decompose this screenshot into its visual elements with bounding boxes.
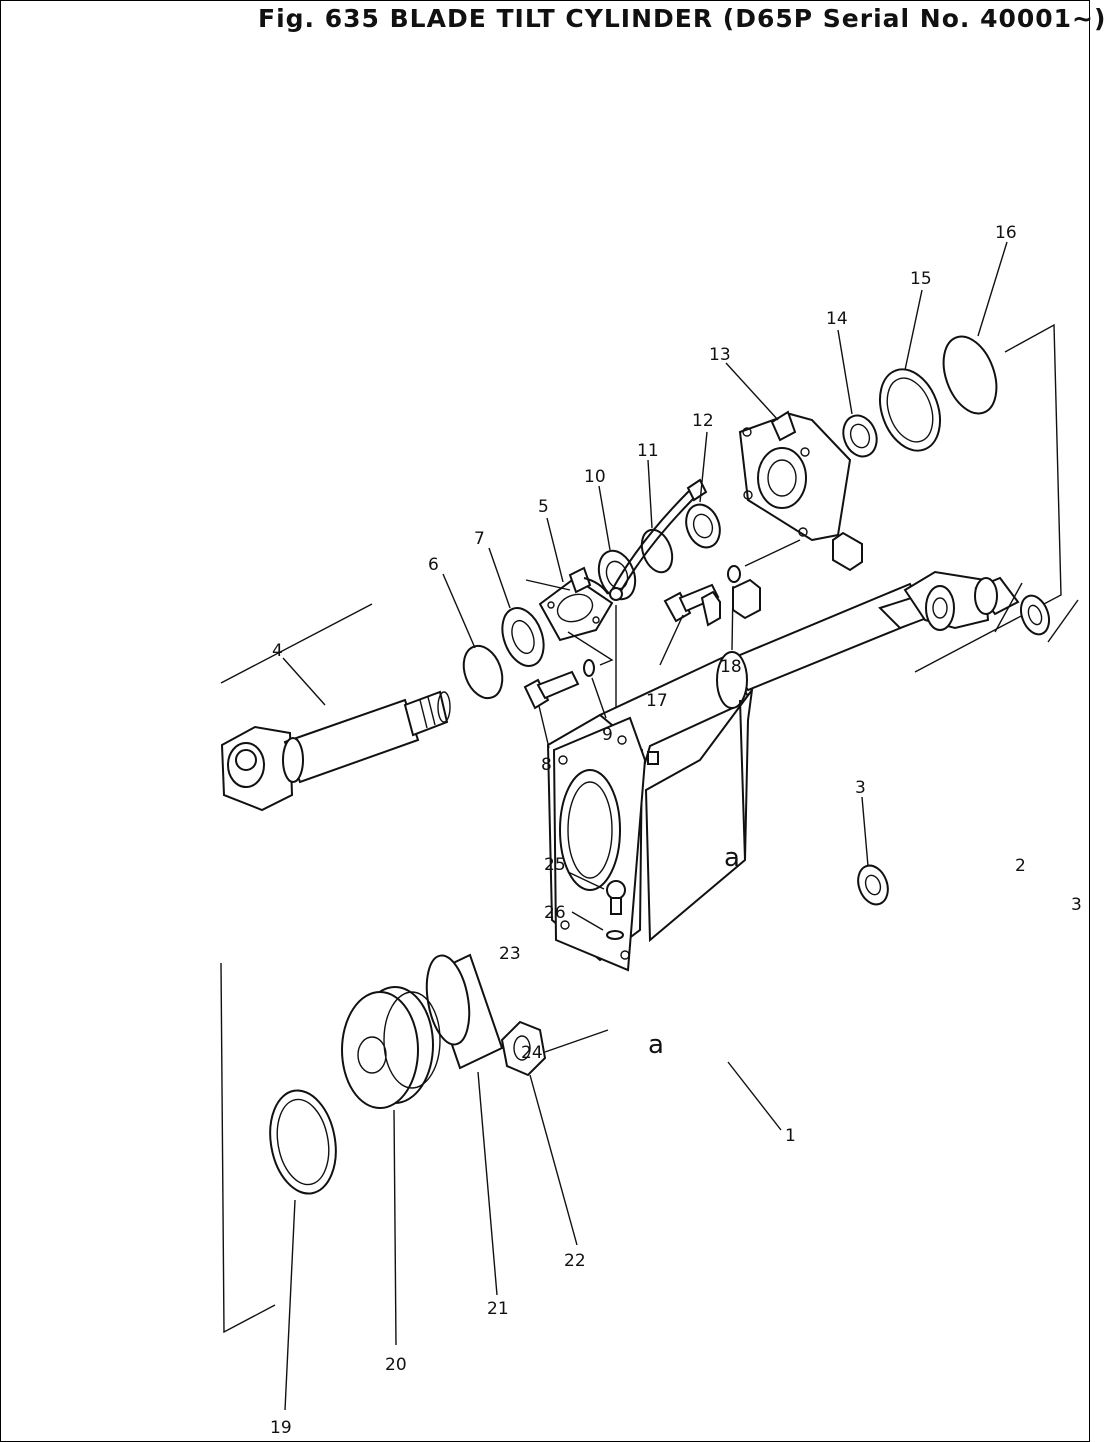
o-ring-part-16 (942, 335, 998, 415)
flange-plate-part-5 (538, 576, 614, 642)
bearing-part-7 (501, 607, 545, 667)
callout-5: 5 (538, 497, 549, 517)
callout-24: 24 (521, 1043, 543, 1063)
callout-8: 8 (541, 755, 552, 775)
callout-4: 4 (272, 641, 283, 661)
callout-17: 17 (646, 691, 668, 711)
bolt-part-8 (523, 670, 580, 710)
figure-title: Fig. 635 BLADE TILT CYLINDER (D65P Seria… (258, 4, 1106, 33)
callout-7: 7 (474, 529, 485, 549)
callout-26: 26 (544, 903, 566, 923)
washer-part-26 (606, 930, 624, 940)
callout-25: 25 (544, 855, 566, 875)
seal-part-12 (685, 503, 721, 549)
callout-13: 13 (709, 345, 731, 365)
assembly-bracket-lower (220, 962, 276, 1334)
seal-part-3-right (1019, 594, 1051, 636)
callout-9: 9 (602, 725, 613, 745)
elbow-part-23 (568, 566, 609, 595)
o-ring-part-11 (640, 528, 674, 574)
bolt-part-17 (663, 583, 720, 623)
nipple-part-24 (609, 587, 623, 601)
callout-19: 19 (270, 1418, 292, 1438)
nut-part-22 (500, 1020, 547, 1077)
callout-1: 1 (785, 1126, 796, 1146)
callout-labels: 4 6 7 5 10 11 12 13 14 15 16 8 9 17 18 3… (270, 223, 1082, 1438)
piston-part-20 (341, 986, 441, 1109)
callout-22: 22 (564, 1251, 586, 1271)
callout-a-upper: a (724, 843, 740, 873)
callout-14: 14 (826, 309, 848, 329)
callout-18: 18 (720, 657, 742, 677)
leader-lines (282, 241, 1079, 1411)
callout-a-lower: a (648, 1030, 664, 1060)
assembly-bracket-line (914, 323, 1062, 673)
tube-to-a (611, 478, 708, 597)
bolt-part-25 (606, 880, 626, 915)
piston-rod-part-4 (220, 690, 451, 812)
cylinder-tube-part-1 (546, 531, 990, 972)
seal-part-3-upper (857, 864, 889, 906)
washer-part-9 (583, 659, 595, 677)
callout-6: 6 (428, 555, 439, 575)
bearing-part-14 (842, 414, 878, 458)
callout-15: 15 (910, 269, 932, 289)
callout-20: 20 (385, 1355, 407, 1375)
callout-12: 12 (692, 411, 714, 431)
washer-part-18 (727, 565, 741, 583)
backup-ring-part-15 (879, 368, 941, 452)
callout-2: 2 (1015, 856, 1026, 876)
callout-11: 11 (637, 441, 659, 461)
seal-ring-part-19 (269, 1089, 337, 1195)
cylinder-head-part-13 (738, 410, 852, 542)
o-ring-part-6 (462, 644, 504, 700)
callout-21: 21 (487, 1299, 509, 1319)
callout-10: 10 (584, 467, 606, 487)
callout-23: 23 (499, 944, 521, 964)
assembly-line-left (220, 603, 373, 684)
bushing-part-2 (974, 576, 1020, 616)
callout-3-upper: 3 (855, 778, 866, 798)
callout-16: 16 (995, 223, 1017, 243)
callout-3-right: 3 (1071, 895, 1082, 915)
